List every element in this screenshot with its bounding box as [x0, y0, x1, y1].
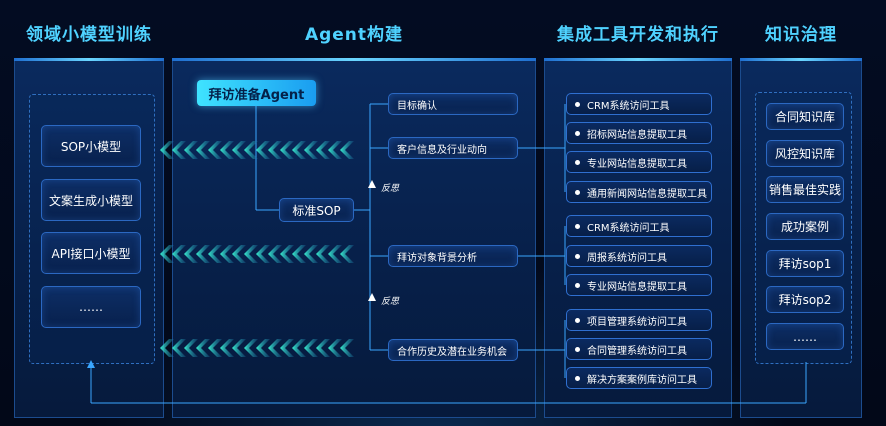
kb-sales-practice[interactable]: 销售最佳实践 — [766, 176, 844, 203]
agent-title[interactable]: 拜访准备Agent — [197, 80, 316, 106]
feedback-label-1: 反思 — [381, 184, 400, 194]
column-title-agent: Agent构建 — [304, 25, 404, 45]
arrow-chevrons-3 — [160, 339, 354, 357]
tool-solution-cases[interactable]: 解决方案案例库访问工具 — [566, 367, 712, 389]
column-title-domain: 领域小模型训练 — [26, 25, 152, 45]
tool-contract-mgmt[interactable]: 合同管理系统访问工具 — [566, 338, 712, 360]
tool-crm-1[interactable]: CRM系统访问工具 — [566, 93, 712, 115]
model-copywriting[interactable]: 文案生成小模型 — [41, 179, 141, 221]
kb-visit-sop2[interactable]: 拜访sop2 — [766, 286, 844, 313]
arrow-chevrons-1 — [160, 141, 354, 159]
tool-weekly-report[interactable]: 周报系统访问工具 — [566, 245, 712, 267]
tool-pro-site-1[interactable]: 专业网站信息提取工具 — [566, 151, 712, 173]
kb-success-cases[interactable]: 成功案例 — [766, 213, 844, 240]
step-cooperation-history[interactable]: 合作历史及潜在业务机会 — [388, 339, 518, 361]
sop-node[interactable]: 标准SOP — [279, 198, 354, 222]
model-api[interactable]: API接口小模型 — [41, 232, 141, 274]
kb-visit-sop1[interactable]: 拜访sop1 — [766, 250, 844, 277]
tool-project-mgmt[interactable]: 项目管理系统访问工具 — [566, 309, 712, 331]
kb-risk[interactable]: 风控知识库 — [766, 140, 844, 167]
arrow-chevrons-2 — [160, 245, 354, 263]
step-visit-target[interactable]: 拜访对象背景分析 — [388, 245, 518, 267]
kb-more[interactable]: …… — [766, 323, 844, 350]
panel-agent — [172, 58, 536, 418]
model-more[interactable]: …… — [41, 286, 141, 328]
step-goal[interactable]: 目标确认 — [388, 93, 518, 115]
step-customer-info[interactable]: 客户信息及行业动向 — [388, 137, 518, 159]
tool-crm-2[interactable]: CRM系统访问工具 — [566, 215, 712, 237]
column-title-tools: 集成工具开发和执行 — [557, 25, 719, 45]
column-title-knowledge: 知识治理 — [765, 25, 837, 45]
kb-contract[interactable]: 合同知识库 — [766, 103, 844, 130]
tool-news-site[interactable]: 通用新闻网站信息提取工具 — [566, 181, 712, 203]
tool-bidding-site[interactable]: 招标网站信息提取工具 — [566, 122, 712, 144]
tool-pro-site-2[interactable]: 专业网站信息提取工具 — [566, 274, 712, 296]
model-sop[interactable]: SOP小模型 — [41, 125, 141, 167]
feedback-label-2: 反思 — [381, 297, 400, 307]
